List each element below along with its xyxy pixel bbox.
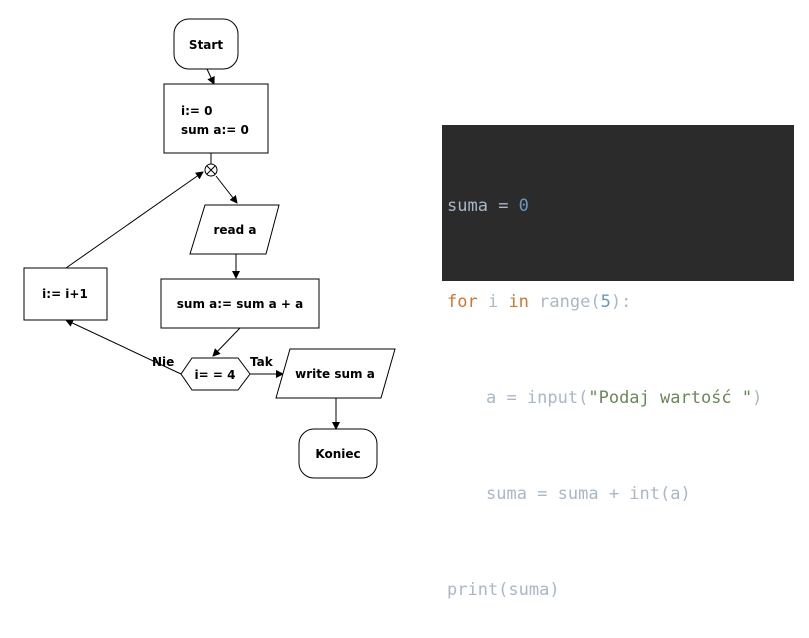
junction-node: [204, 163, 218, 177]
arrow-start-to-init: [206, 68, 215, 85]
init-label-line1: i:= 0: [181, 104, 213, 118]
write-label: write sum a: [295, 367, 375, 381]
condition-label: i= = 4: [195, 368, 236, 382]
init-label-line2: sum a:= 0: [181, 123, 249, 137]
yes-branch-label: Tak: [250, 355, 274, 369]
code-line-1: suma = 0: [447, 196, 529, 216]
code-editor: suma = 0 for i in range(5): a = input("P…: [442, 125, 794, 600]
init-node: i:= 0 sum a:= 0: [163, 83, 269, 154]
start-label: Start: [189, 38, 223, 52]
condition-node: i= = 4 Nie Tak: [152, 355, 274, 391]
arrow-condition-to-increment: [65, 319, 182, 375]
end-label: Koniec: [315, 447, 360, 461]
flowchart: Start i:= 0 sum a:= 0 read a sum a:= sum…: [23, 18, 396, 479]
increment-shape: [23, 267, 108, 321]
sum-shape: [160, 278, 320, 329]
end-shape: [298, 428, 378, 479]
code-line-2: for i in range(5):: [447, 292, 632, 312]
read-label: read a: [213, 223, 256, 237]
end-node: Koniec: [298, 428, 378, 479]
arrow-increment-to-junction: [65, 171, 204, 269]
sum-label: sum a:= sum a + a: [177, 297, 303, 311]
code-line-5: print(suma): [447, 580, 560, 600]
read-node: read a: [189, 204, 280, 255]
increment-label: i:= i+1: [42, 287, 88, 301]
no-branch-label: Nie: [152, 355, 174, 369]
write-node: write sum a: [275, 348, 396, 399]
connectors: [65, 68, 340, 430]
condition-shape: [180, 357, 251, 391]
start-shape: [173, 18, 239, 70]
read-shape: [189, 204, 280, 255]
init-shape: [163, 83, 269, 154]
code-line-3: a = input("Podaj wartość "): [486, 388, 763, 408]
code-line-4: suma = suma + int(a): [486, 484, 691, 504]
start-node: Start: [173, 18, 239, 70]
write-shape: [275, 348, 396, 399]
arrow-sum-to-condition: [212, 327, 241, 357]
arrow-junction-to-read: [215, 175, 238, 204]
increment-node: i:= i+1: [23, 267, 108, 321]
sum-node: sum a:= sum a + a: [160, 278, 320, 329]
